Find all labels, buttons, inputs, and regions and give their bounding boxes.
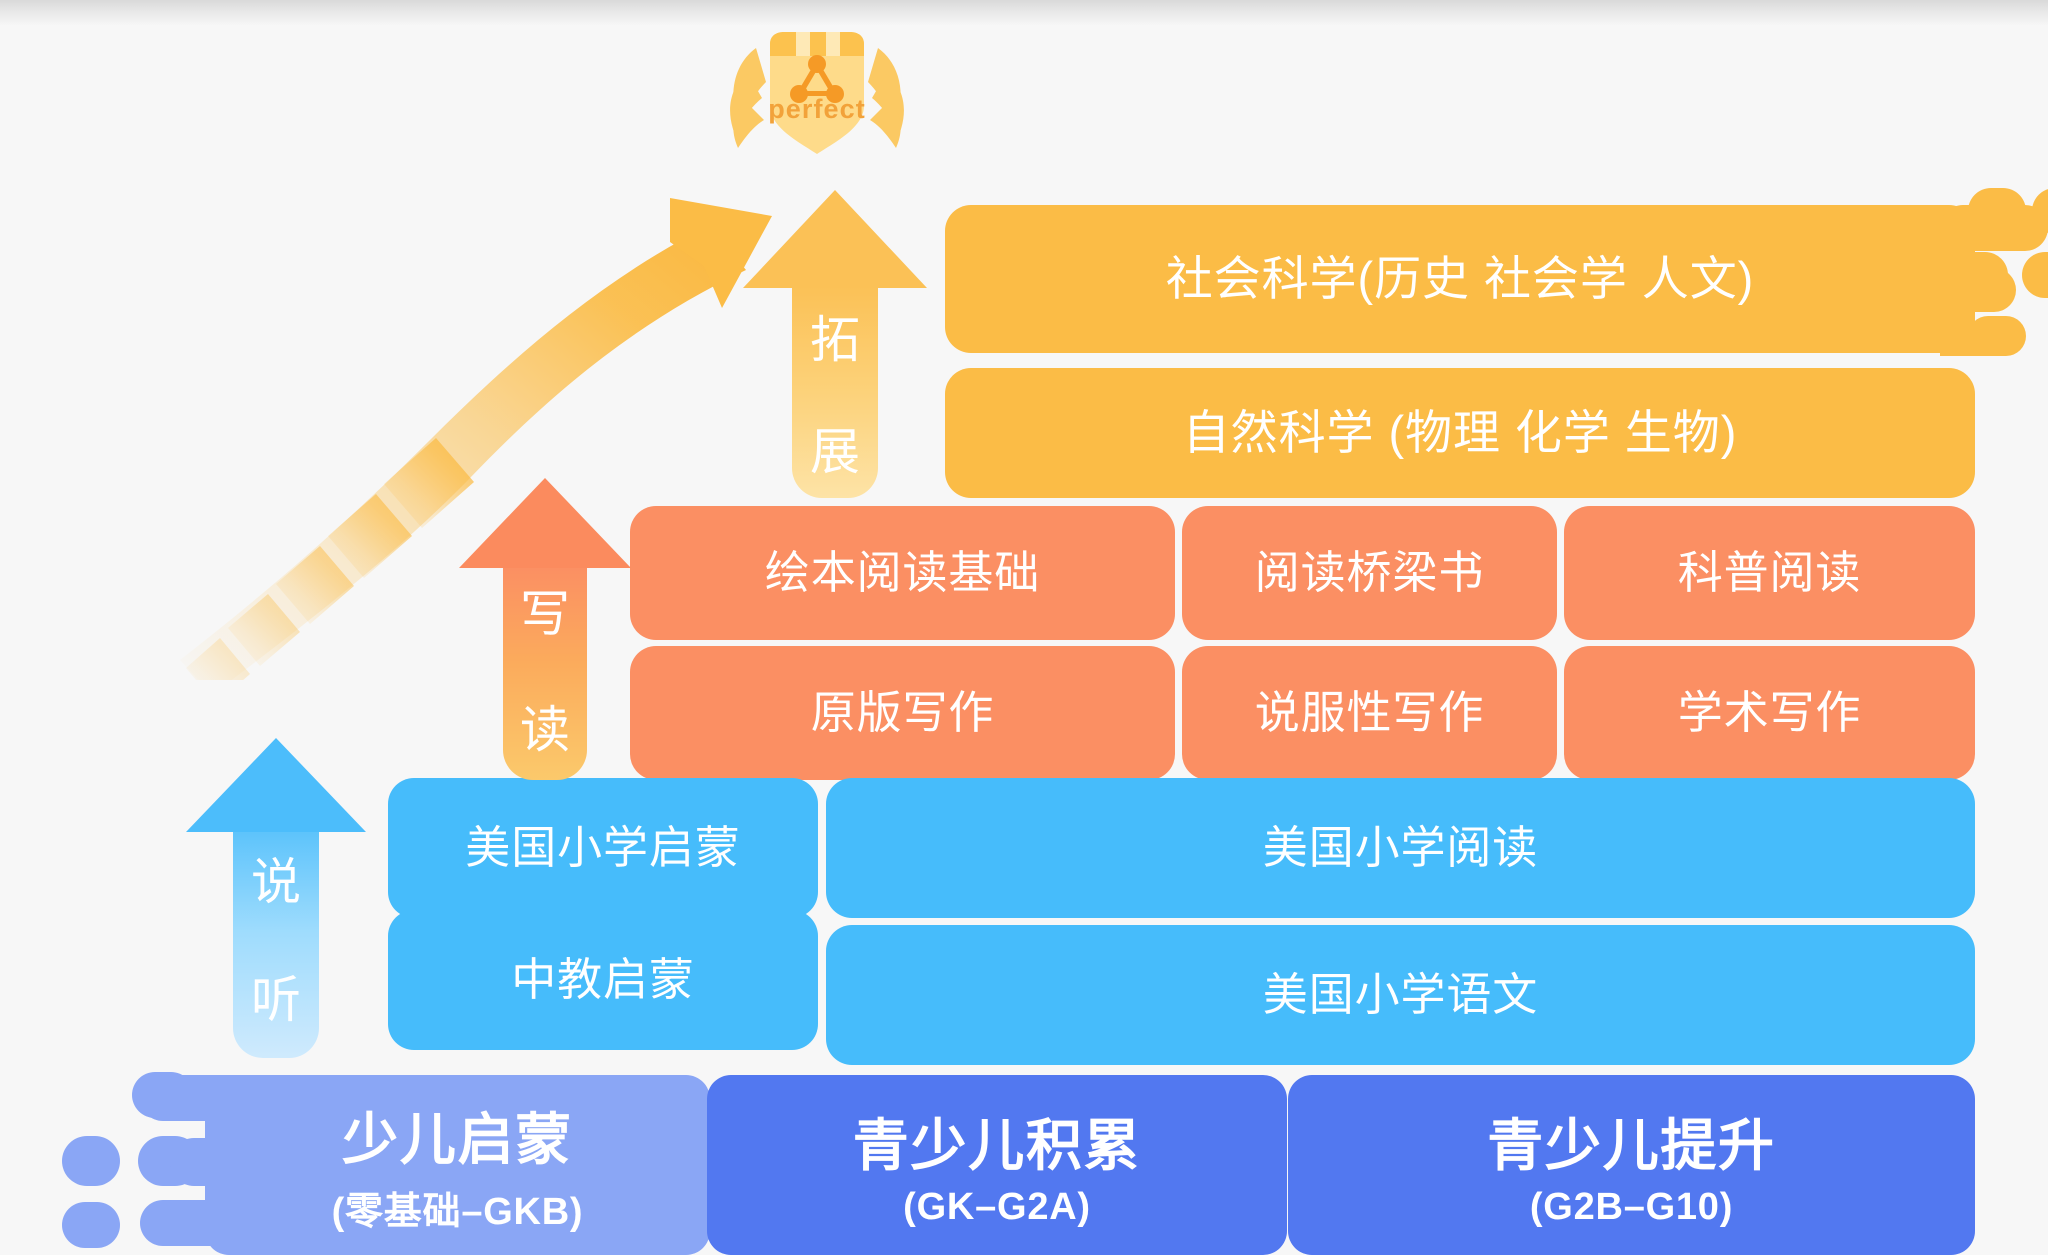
skill-arrow-read-write[interactable]: 写 读 [455, 478, 635, 780]
tier-extension-natural-science[interactable]: 自然科学 (物理 化学 生物) [945, 368, 1975, 498]
card-label: 美国小学阅读 [1262, 822, 1539, 874]
curved-growth-arrow [180, 198, 772, 680]
stage-subtitle: (GK–G2A) [903, 1186, 1091, 1228]
stage-youth-build[interactable]: 青少儿积累 (GK–G2A) [707, 1075, 1287, 1255]
tier-extension-social-science[interactable]: 社会科学(历史 社会学 人文) [945, 205, 1975, 353]
card-label: 学术写作 [1677, 687, 1862, 739]
card-label: 自然科学 (物理 化学 生物) [1182, 405, 1738, 459]
tier-read-reading-2[interactable]: 阅读桥梁书 [1182, 506, 1557, 640]
stage-subtitle: (G2B–G10) [1529, 1186, 1734, 1228]
skill-arrow-bottom-label: 读 [520, 702, 570, 758]
card-label: 美国小学语文 [1262, 969, 1539, 1021]
tier-read-reading-1[interactable]: 绘本阅读基础 [630, 506, 1175, 640]
card-label: 中教启蒙 [511, 954, 695, 1006]
stage-youth-boost[interactable]: 青少儿提升 (G2B–G10) [1288, 1075, 1975, 1255]
triangle-nodes-icon [790, 55, 844, 103]
tier-foundation-right-1[interactable]: 美国小学阅读 [826, 778, 1975, 918]
top-edge-shade [0, 0, 2048, 26]
skill-arrow-bottom-label: 展 [810, 424, 860, 480]
card-label: 说服性写作 [1254, 687, 1485, 739]
skill-arrow-top-label: 拓 [810, 312, 860, 368]
card-label: 科普阅读 [1677, 547, 1862, 599]
skill-arrow-expand[interactable]: 拓 展 [740, 190, 930, 498]
tier-foundation-left-2[interactable]: 中教启蒙 [388, 910, 818, 1050]
skill-arrow-listen-speak[interactable]: 说 听 [186, 738, 366, 1058]
perfect-badge: perfect [712, 10, 922, 160]
tier-foundation-left-1[interactable]: 美国小学启蒙 [388, 778, 818, 918]
tier-foundation-right-2[interactable]: 美国小学语文 [826, 925, 1975, 1065]
stage-title: 少儿启蒙 [342, 1108, 573, 1171]
card-label: 原版写作 [810, 687, 995, 739]
card-label: 绘本阅读基础 [764, 547, 1041, 599]
stage-title: 青少儿提升 [1487, 1114, 1776, 1177]
card-label: 美国小学启蒙 [465, 822, 741, 874]
card-label: 阅读桥梁书 [1254, 547, 1485, 599]
tier-write-writing-2[interactable]: 说服性写作 [1182, 646, 1557, 780]
skill-arrow-top-label: 写 [520, 586, 570, 642]
tier-write-writing-1[interactable]: 原版写作 [630, 646, 1175, 780]
card-label: 社会科学(历史 社会学 人文) [1165, 251, 1755, 305]
tier-read-reading-3[interactable]: 科普阅读 [1564, 506, 1975, 640]
skill-arrow-bottom-label: 听 [251, 972, 301, 1028]
stage-children[interactable]: 少儿启蒙 (零基础–GKB) [205, 1075, 710, 1255]
skill-arrow-top-label: 说 [251, 854, 301, 910]
stage-title: 青少儿积累 [852, 1114, 1142, 1177]
badge-label: perfect [768, 94, 866, 124]
tier-write-writing-3[interactable]: 学术写作 [1564, 646, 1975, 780]
stage-subtitle: (零基础–GKB) [331, 1191, 584, 1233]
